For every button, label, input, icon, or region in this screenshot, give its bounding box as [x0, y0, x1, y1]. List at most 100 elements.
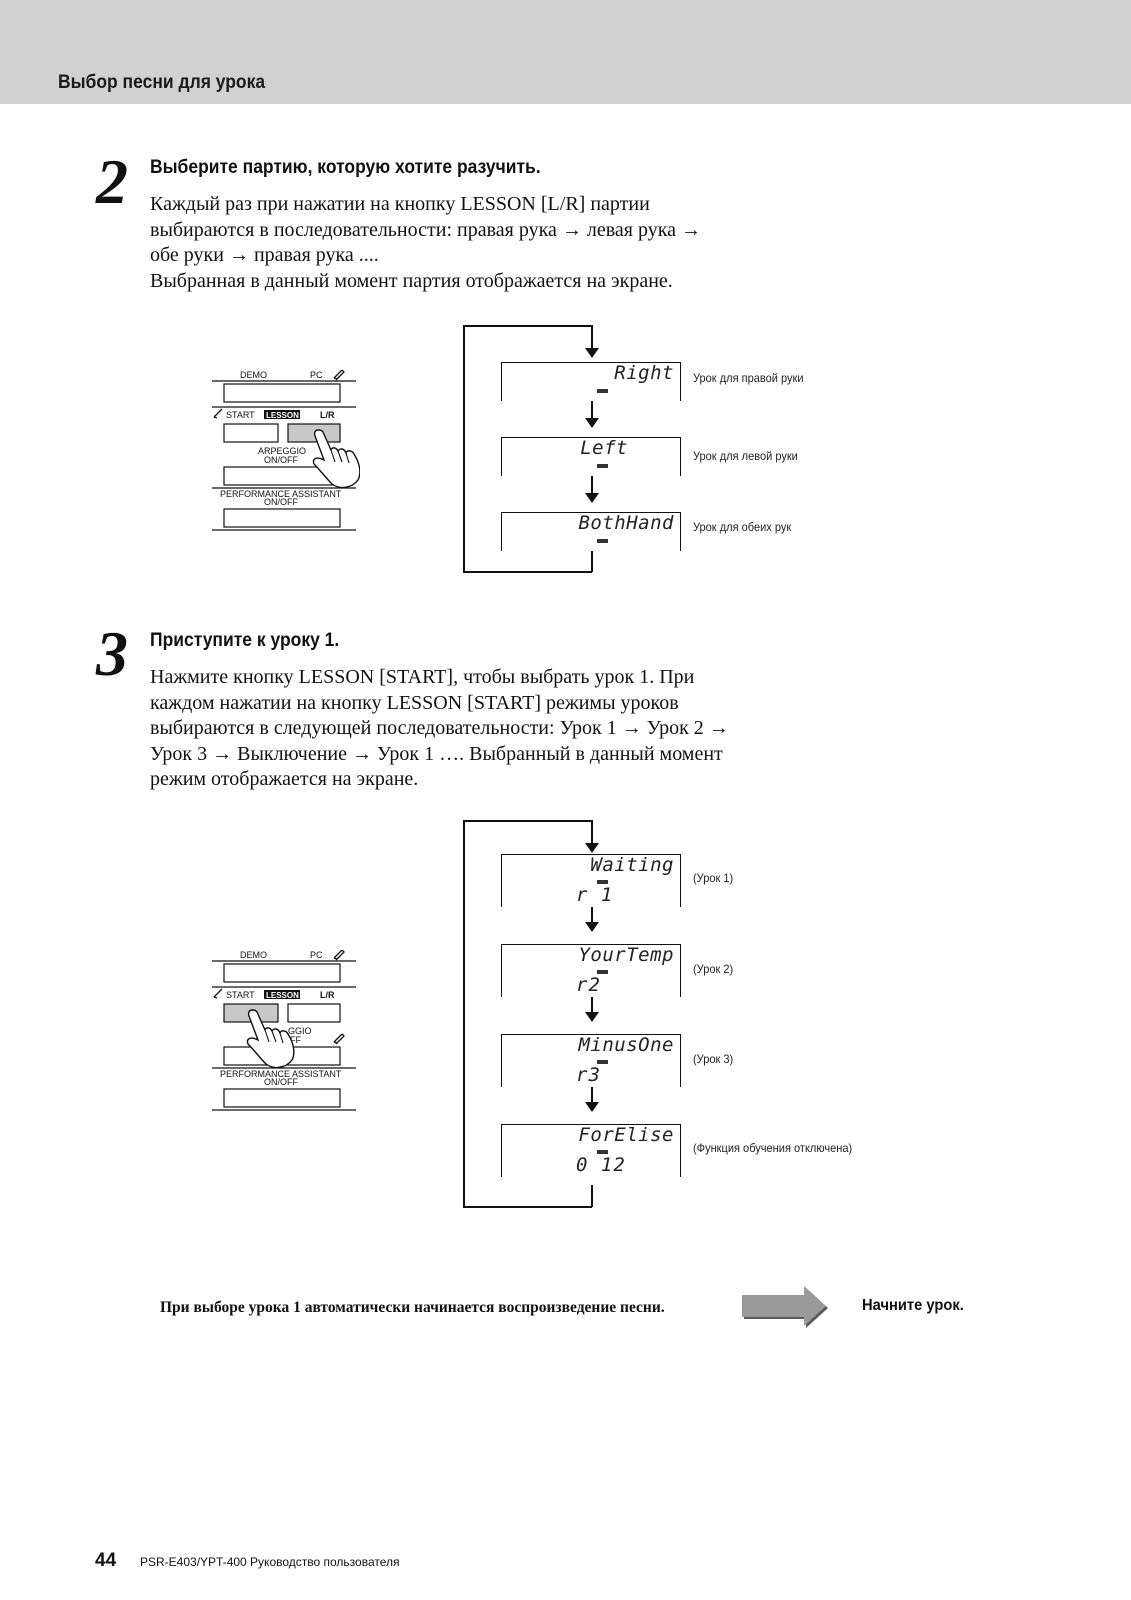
step-2-body: Каждый раз при нажатии на кнопку LESSON … [150, 192, 701, 294]
down-arrow-icon [585, 1102, 599, 1112]
display-caption: (Урок 2) [693, 962, 734, 976]
lesson-label: LESSON [266, 411, 299, 420]
display-text: YourTemp [578, 944, 674, 966]
control-panel-lr: DEMO PC START LESSON L/R ARPEGGIO ON/OFF… [212, 370, 360, 538]
perf-button[interactable] [223, 1088, 341, 1108]
start-label: START [226, 990, 255, 1000]
lesson-badge [264, 990, 300, 999]
pen-icon [333, 950, 345, 961]
down-arrow-icon [585, 348, 599, 358]
display-text: Waiting [590, 854, 674, 876]
step-2-line: Выбранная в данный момент партия отображ… [150, 269, 673, 292]
arpeggio-label: ARPEGGIO [258, 446, 306, 456]
lesson-display-cycle: Waiting r 1 (Урок 1) YourTemp r2 (Урок 2… [463, 820, 903, 1210]
display-song-number: 0 12 [576, 1154, 626, 1176]
display-lesson-number: r3 [576, 1064, 601, 1086]
step-3-title: Приступите к уроку 1. [150, 630, 340, 651]
auto-playback-note: При выборе урока 1 автоматически начинае… [160, 1299, 665, 1316]
step-3-line: режим отображается на экране. [150, 768, 419, 790]
step-2-title: Выберите партию, которую хотите разучить… [150, 157, 541, 178]
down-arrow-icon [585, 493, 599, 503]
display-caption: (Функция обучения отключена) [693, 1141, 853, 1155]
step-3-line: каждом нажатии на кнопку LESSON [START] … [150, 691, 679, 714]
control-panel-start: DEMO PC START LESSON L/R GGIO FF PERFORM… [212, 950, 360, 1118]
pointing-hand-icon [312, 429, 360, 489]
step-number-2: 2 [96, 146, 128, 217]
step-3-line: Нажмите кнопку LESSON [START], чтобы выб… [150, 666, 695, 688]
section-title: Выбор песни для урока [58, 72, 266, 93]
step-3-body: Нажмите кнопку LESSON [START], чтобы выб… [150, 665, 729, 793]
down-arrow-icon [585, 418, 599, 428]
pc-label: PC [310, 950, 323, 960]
song-indicator [597, 389, 608, 393]
lcd-display: Waiting r 1 [501, 854, 681, 907]
display-caption: Урок для левой руки [693, 449, 798, 463]
display-caption: Урок для обеих рук [693, 520, 792, 534]
arpeggio-onoff-label: FF [290, 1035, 301, 1045]
demo-label: DEMO [240, 370, 267, 380]
display-text: BothHand [578, 512, 674, 534]
step-3-line: выбираются в следующей последовательност… [150, 717, 729, 739]
down-arrow-icon [585, 922, 599, 932]
lr-label: L/R [320, 990, 335, 1000]
perf-onoff-label: ON/OFF [264, 1077, 298, 1087]
song-indicator [597, 1150, 608, 1154]
right-arrow-icon [742, 1286, 828, 1328]
cycle-lines [463, 820, 599, 1208]
song-indicator [597, 1060, 608, 1064]
document-title: PSR-E403/YPT-400 Руководство пользовател… [140, 1555, 400, 1569]
start-lesson-text: Начните урок. [862, 1297, 964, 1314]
pen-icon [333, 1033, 345, 1045]
lesson-label: LESSON [266, 991, 299, 1000]
perf-onoff-label: ON/OFF [264, 497, 298, 507]
pc-label: PC [310, 370, 323, 380]
lr-display-cycle: Right Урок для правой руки Left Урок для… [463, 325, 883, 575]
step-2-line: Каждый раз при нажатии на кнопку LESSON … [150, 193, 650, 215]
down-arrow-icon [585, 1012, 599, 1022]
display-text: Left [580, 437, 628, 459]
demo-button[interactable] [223, 383, 341, 403]
pointing-hand-icon [246, 1009, 295, 1069]
arpeggio-onoff-label: ON/OFF [264, 455, 298, 465]
lcd-display: Left [501, 437, 681, 476]
display-text: Right [614, 362, 674, 384]
song-indicator [597, 880, 608, 884]
lr-label: L/R [320, 410, 335, 420]
display-lesson-number: r2 [576, 974, 601, 996]
lcd-display: MinusOne r3 [501, 1034, 681, 1087]
display-text: MinusOne [578, 1034, 674, 1056]
display-lesson-number: r 1 [576, 884, 614, 906]
perf-label: PERFORMANCE ASSISTANT [220, 489, 342, 499]
pen-icon [213, 408, 223, 419]
lesson-badge [264, 410, 300, 419]
arpeggio-label: GGIO [288, 1026, 312, 1036]
step-2-line: выбираются в последовательности: правая … [150, 218, 702, 241]
demo-label: DEMO [240, 950, 267, 960]
down-arrow-icon [585, 843, 599, 853]
lcd-display: YourTemp r2 [501, 944, 681, 997]
start-button[interactable] [223, 423, 279, 443]
perf-button[interactable] [223, 508, 341, 528]
song-indicator [597, 970, 608, 974]
display-text: ForElise [578, 1124, 674, 1146]
lcd-display: Right [501, 362, 681, 401]
demo-button[interactable] [223, 963, 341, 983]
display-caption: (Урок 3) [693, 1052, 734, 1066]
lcd-display: ForElise 0 12 [501, 1124, 681, 1177]
start-label: START [226, 410, 255, 420]
step-number-3: 3 [96, 618, 128, 689]
song-indicator [597, 464, 608, 468]
step-3-line: Урок 3 → Выключение → Урок 1 …. Выбранны… [150, 742, 723, 765]
pen-icon [213, 988, 223, 999]
pen-icon [333, 370, 345, 381]
perf-label: PERFORMANCE ASSISTANT [220, 1069, 342, 1079]
display-caption: Урок для правой руки [693, 371, 804, 385]
display-caption: (Урок 1) [693, 871, 734, 885]
cycle-lines [463, 325, 599, 573]
page-header: Выбор песни для урока [0, 0, 1131, 104]
step-2-line: обе руки → правая рука .... [150, 244, 379, 266]
lr-button[interactable] [287, 1003, 341, 1023]
song-indicator [597, 539, 608, 543]
lcd-display: BothHand [501, 512, 681, 551]
page-number: 44 [95, 1550, 117, 1571]
